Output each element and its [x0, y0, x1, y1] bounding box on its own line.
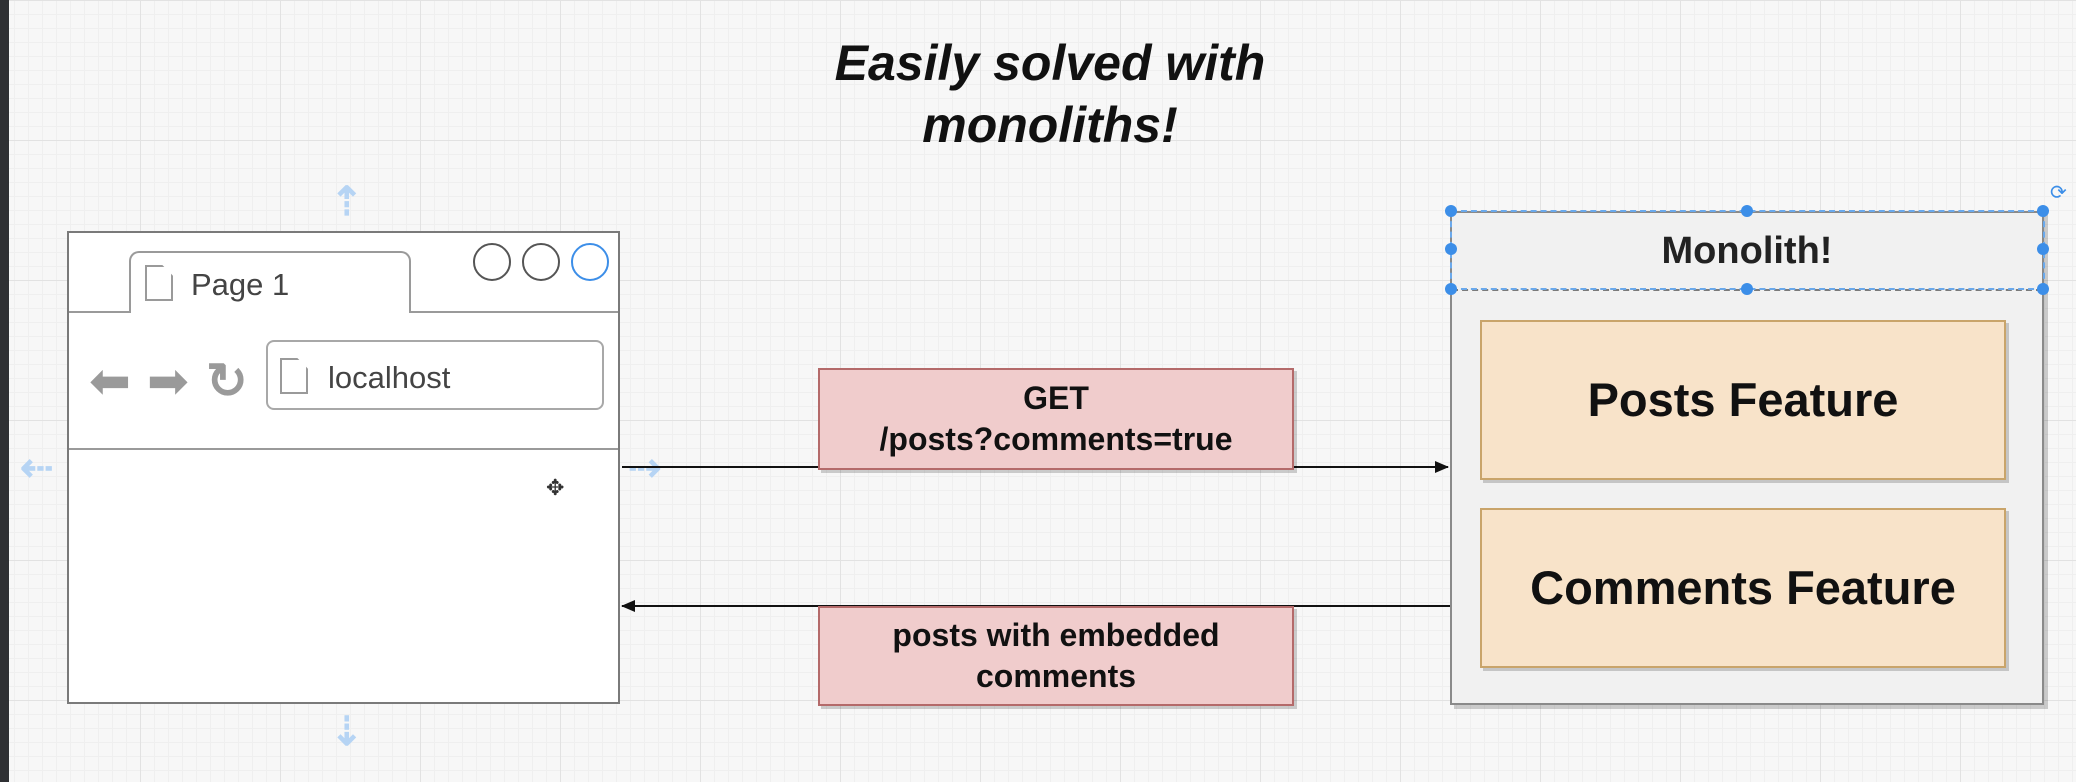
diagram-title: Easily solved with monoliths! — [700, 32, 1400, 156]
comments-feature-box[interactable]: Comments Feature — [1480, 508, 2006, 668]
back-arrow-icon[interactable]: ⬅ — [89, 353, 131, 409]
window-button-minimize-icon[interactable] — [473, 243, 511, 281]
response-line-2: comments — [975, 658, 1137, 694]
tab-label: Page 1 — [191, 267, 290, 302]
content-divider — [69, 448, 618, 450]
resize-handle-icon[interactable] — [1741, 205, 1753, 217]
title-line-2: monoliths! — [922, 97, 1178, 153]
resize-handle-icon[interactable] — [2037, 205, 2049, 217]
move-cursor-icon: ✥ — [546, 475, 565, 500]
hint-arrow-left-icon[interactable]: ⇠ — [20, 446, 54, 490]
rotate-handle-icon[interactable]: ⟳ — [2050, 182, 2067, 204]
response-line-1: posts with embedded — [892, 617, 1220, 653]
left-edge-bar — [0, 0, 9, 782]
request-path: /posts?comments=true — [879, 421, 1233, 457]
resize-handle-icon[interactable] — [1445, 205, 1457, 217]
browser-tab[interactable]: Page 1 — [129, 251, 411, 313]
posts-feature-box[interactable]: Posts Feature — [1480, 320, 2006, 480]
address-text: localhost — [328, 360, 451, 395]
resize-handle-icon[interactable] — [1445, 283, 1457, 295]
resize-handle-icon[interactable] — [2037, 283, 2049, 295]
request-label[interactable]: GET /posts?comments=true — [818, 368, 1294, 470]
resize-handle-icon[interactable] — [1741, 283, 1753, 295]
address-bar[interactable]: localhost — [266, 340, 604, 410]
resize-handle-icon[interactable] — [1445, 243, 1457, 255]
hint-arrow-down-icon[interactable]: ⇣ — [330, 710, 364, 754]
window-button-maximize-icon[interactable] — [522, 243, 560, 281]
response-label[interactable]: posts with embedded comments — [818, 606, 1294, 706]
title-line-1: Easily solved with — [834, 35, 1266, 91]
monolith-title[interactable]: Monolith! — [1452, 213, 2042, 291]
browser-tab-strip: Page 1 — [69, 233, 618, 313]
forward-arrow-icon[interactable]: ➡ — [147, 353, 189, 409]
hint-arrow-up-icon[interactable]: ⇡ — [330, 180, 364, 224]
request-method: GET — [1023, 380, 1089, 416]
resize-handle-icon[interactable] — [2037, 243, 2049, 255]
window-button-close-icon[interactable] — [571, 243, 609, 281]
reload-icon[interactable]: ↻ — [206, 353, 248, 409]
browser-window[interactable]: Page 1 ⬅ ➡ ↻ localhost ✥ — [67, 231, 620, 704]
